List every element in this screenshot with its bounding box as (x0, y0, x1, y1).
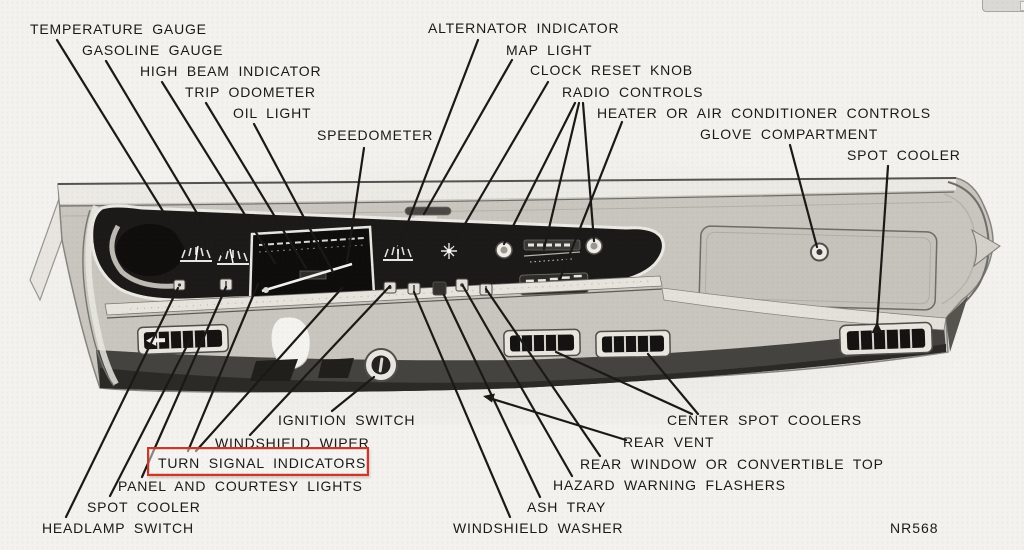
leader-line (875, 164, 890, 328)
leader-line (345, 146, 366, 264)
flasher-knob (455, 278, 469, 292)
panel-lights-knob (219, 278, 233, 291)
leader-line (204, 101, 308, 270)
leader-line (558, 120, 624, 281)
leader-line (554, 350, 694, 416)
leader-line (160, 80, 277, 265)
lower-chrome-strip (661, 287, 947, 331)
leader-line (194, 286, 344, 453)
callout-speedometer: SPEEDOMETER (317, 127, 434, 143)
leader-line (186, 282, 260, 453)
callout-hazard-warning-flashers: HAZARD WARNING FLASHERS (553, 477, 786, 493)
radio (495, 237, 603, 263)
viewer-corner-chip (982, 0, 1024, 12)
callout-rear-vent: REAR VENT (623, 434, 715, 450)
left-spot-cooler-vent (136, 323, 230, 356)
leader-line (646, 352, 700, 416)
leader-line (104, 59, 224, 257)
leader-line (330, 375, 376, 413)
callout-ignition-switch: IGNITION SWITCH (278, 412, 416, 428)
cluster-hood-shadow (116, 224, 184, 276)
leader-line (108, 338, 192, 498)
highlight-box (147, 447, 369, 476)
callout-radio-controls: RADIO CONTROLS (562, 84, 704, 100)
leader-line (450, 80, 550, 248)
right-spot-cooler-vent (838, 321, 934, 357)
callout-ash-tray: ASH TRAY (527, 499, 607, 515)
glove-compartment-door (698, 225, 938, 311)
leader-line (252, 122, 335, 274)
callout-alternator-indicator: ALTERNATOR INDICATOR (428, 20, 620, 36)
callout-high-beam-indicator: HIGH BEAM INDICATOR (140, 63, 322, 79)
callout-center-spot-coolers: CENTER SPOT COOLERS (667, 412, 862, 428)
temperature-gauge-dial (180, 245, 212, 262)
leader-line (542, 101, 581, 251)
callout-turn-signal-indicators: TURN SIGNAL INDICATORS (158, 455, 367, 471)
dash-recess-left (250, 359, 298, 381)
instrument-cluster (90, 204, 665, 319)
center-vent-right (595, 329, 671, 359)
callout-spot-cooler-left: SPOT COOLER (87, 499, 201, 515)
callout-map-light: MAP LIGHT (506, 42, 593, 58)
figure-code: NR568 (890, 520, 939, 536)
clock-face (441, 243, 457, 259)
callout-heater-ac-controls: HEATER OR AIR CONDITIONER CONTROLS (597, 105, 931, 121)
leader-line (461, 284, 574, 478)
arrowhead (871, 322, 883, 333)
arrowhead (483, 393, 495, 403)
gasoline-gauge-dial (217, 248, 249, 265)
speedometer-needle (261, 262, 353, 293)
washer-knob (407, 282, 421, 295)
leader-line (140, 285, 228, 479)
leader-line (64, 286, 180, 519)
dash-recess-right (318, 358, 354, 378)
callout-gasoline-gauge: GASOLINE GAUGE (82, 42, 224, 58)
speedometer-dial (248, 225, 376, 303)
leader-line (396, 38, 480, 250)
leader-line (788, 143, 819, 249)
leader-line (412, 290, 512, 519)
leader-line (248, 284, 392, 437)
leader-line (502, 101, 577, 246)
callout-temperature-gauge: TEMPERATURE GAUGE (30, 21, 207, 37)
callout-windshield-washer: WINDSHIELD WASHER (453, 520, 624, 536)
leader-line (55, 38, 189, 252)
callout-trip-odometer: TRIP ODOMETER (185, 84, 316, 100)
leader-line (484, 395, 628, 442)
callout-panel-courtesy-lights: PANEL AND COURTESY LIGHTS (118, 478, 363, 494)
callout-glove-compartment: GLOVE COMPARTMENT (700, 126, 879, 142)
leader-line (581, 101, 596, 243)
callout-headlamp-switch: HEADLAMP SWITCH (42, 520, 194, 536)
leader-lines (55, 38, 890, 519)
leader-line (484, 287, 602, 458)
callout-spot-cooler-right: SPOT COOLER (847, 147, 961, 163)
ignition-switch-keyhole (364, 348, 398, 382)
callout-windshield-wiper: WINDSHIELD WIPER (215, 435, 370, 451)
callout-oil-light: OIL LIGHT (233, 105, 312, 121)
dark-control-knob (432, 281, 447, 296)
headlamp-switch-knob (173, 279, 186, 291)
callout-rear-window-convertible-top: REAR WINDOW OR CONVERTIBLE TOP (580, 456, 884, 472)
callout-clock-reset-knob: CLOCK RESET KNOB (530, 62, 693, 78)
viewer-corner-chip-inner (1020, 1, 1024, 11)
leader-line (422, 58, 514, 216)
